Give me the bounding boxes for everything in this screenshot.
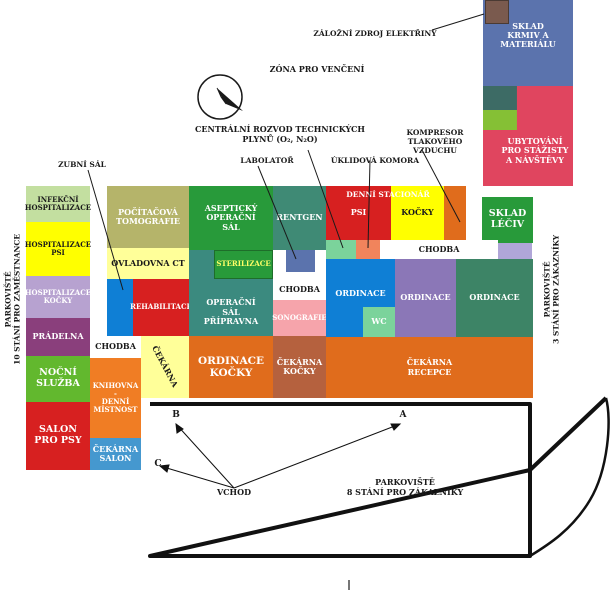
room-label: OVLADOVNA CT <box>111 257 185 268</box>
room-small-lilac <box>497 243 532 259</box>
label-entrance-a: A <box>399 410 407 420</box>
label-vchod: VCHOD <box>216 487 252 497</box>
leader-line-uklidova-komora <box>367 159 371 249</box>
room-uklidova-komora-mint <box>326 240 356 259</box>
room-zalozni-zdroj <box>485 0 509 24</box>
room-pradelna: PRÁDELNA <box>26 318 90 356</box>
room-chodba-right: CHODBA <box>380 240 498 259</box>
label-zalozni-zdroj: ZÁLOŽNÍ ZDROJ ELEKTŘINY <box>313 29 437 38</box>
leader-line-centralni-rozvod <box>307 149 344 249</box>
room-label: ORDINACE <box>469 292 520 303</box>
room-label: ČEKÁRNA RECEPCE <box>406 357 453 377</box>
room-uklidova-komora <box>356 240 380 259</box>
room-label: RENTGEN <box>276 212 323 223</box>
label-kompresor: KOMPRESOR TLAKOVÉHO VZDUCHU <box>406 128 464 155</box>
room-label: UBYTOVÁNÍ PRO STÁŽISTY A NÁVŠTĚVY <box>501 136 569 165</box>
entrance-arrows <box>158 422 402 489</box>
room-label: HOSPITALIZACE PSI <box>24 239 92 257</box>
room-nocni-sluzba: NOČNÍ SLUŽBA <box>26 356 90 402</box>
room-ovladovna-ct: OVLADOVNA CT <box>107 248 189 279</box>
room-sterilizace: STERILIZACE <box>214 250 273 279</box>
room-label: ORDINACE <box>400 292 451 303</box>
room-label: KNIHOVNA - DENNÍ MÍSTNOST <box>92 380 139 415</box>
room-label: SALON PRO PSY <box>34 424 82 446</box>
room-hospitalizace-psi: HOSPITALIZACE PSI <box>24 222 92 276</box>
room-label: SKLAD LÉČIV <box>488 208 527 230</box>
room-chodba-left: CHODBA <box>90 336 141 358</box>
label-entrance-b: B <box>172 410 180 420</box>
room-small-green <box>483 110 517 130</box>
room-chodba-mid: CHODBA <box>273 280 326 300</box>
room-label: ČEKÁRNA KOČKY <box>276 356 323 376</box>
room-zubni-sal <box>107 279 133 336</box>
room-label: ORDINACE <box>335 288 386 298</box>
room-label: REHABILITACE <box>130 302 192 312</box>
room-infekcni-hospitalizace: INFEKČNÍ HOSPITALIZACE <box>24 186 92 222</box>
room-sonografie: SONOGRAFIE <box>272 300 327 336</box>
room-label: SONOGRAFIE <box>272 312 327 322</box>
room-label: NOČNÍ SLUŽBA <box>36 367 80 389</box>
room-label: WC <box>371 316 387 327</box>
leader-line-kompresor <box>421 149 461 223</box>
room-label: HOSPITALIZACE KOČKY <box>24 287 92 305</box>
room-label: KOČKY <box>401 207 434 218</box>
leader-line-zubni-sal <box>87 169 124 291</box>
label-denni-stacionar: DENNÍ STACIONÁŘ <box>346 190 430 199</box>
room-label: CHODBA <box>418 243 460 254</box>
parking-outline <box>148 396 608 558</box>
room-label: ASEPTICKÝ OPERAČNÍ SÁL <box>204 203 258 232</box>
room-hospitalizace-kocky: HOSPITALIZACE KOČKY <box>24 276 92 318</box>
room-rehabilitace: REHABILITACE <box>130 279 192 336</box>
room-label: CHODBA <box>95 341 136 352</box>
label-zona-pro-venceni: ZÓNA PRO VENČENÍ <box>269 64 365 74</box>
label-parkoviste-right: PARKOVIŠTĚ 3 STÁNÍ PRO ZÁKAZNÍKY <box>542 234 561 344</box>
room-salon-pro-psy: SALON PRO PSY <box>26 402 90 470</box>
room-rentgen: RENTGEN <box>273 186 326 250</box>
room-denni-stacionar-kocky: KOČKY <box>391 186 444 240</box>
room-cekarna-salon: ČEKÁRNA SALON <box>90 438 141 470</box>
room-label: CHODBA <box>279 284 320 295</box>
room-label: POČÍTAČOVÁ TOMOGRAFIE <box>116 206 180 226</box>
room-label: PSI <box>350 207 367 218</box>
room-label: OPERAČNÍ SÁL PŘÍPRAVNA <box>203 297 259 326</box>
room-label: STERILIZACE <box>216 259 271 269</box>
label-laborator: LABOLATOŘ <box>240 156 294 165</box>
room-cekarna: ČEKÁRNA <box>141 336 189 398</box>
room-label: INFEKČNÍ HOSPITALIZACE <box>24 194 92 212</box>
room-wc: WC <box>363 307 395 337</box>
room-cekarna-recepce: ČEKÁRNA RECEPCE <box>326 337 533 398</box>
label-parkoviste-left: PARKOVIŠTĚ 10 STÁNÍ PRO ZAMĚSTNANCE <box>3 233 22 365</box>
room-label: ORDINACE KOČKY <box>198 354 264 379</box>
leader-line-zalozni-zdroj <box>431 13 485 31</box>
room-ordinace-3: ORDINACE <box>456 259 533 337</box>
room-label: PRÁDELNA <box>32 331 84 342</box>
leader-line-laborator <box>257 165 297 260</box>
room-label: SKLAD KRMIV A MATERIÁLU <box>500 21 556 50</box>
label-entrance-c: C <box>154 459 162 469</box>
room-label: ČEKÁRNA SALON <box>92 443 139 463</box>
room-ordinace-2: ORDINACE <box>395 259 456 337</box>
room-sklad-leciv: SKLAD LÉČIV <box>482 197 533 243</box>
room-small-teal <box>483 86 517 110</box>
room-laborator <box>286 250 315 272</box>
room-knihovna: KNIHOVNA - DENNÍ MÍSTNOST <box>90 358 141 438</box>
room-cekarna-kocky: ČEKÁRNA KOČKY <box>273 336 326 398</box>
label-uklidova-komora: ÚKLIDOVÁ KOMORA <box>330 156 420 165</box>
room-asepticky-operacni-sal: ASEPTICKÝ OPERAČNÍ SÁL <box>189 186 273 250</box>
label-centralni-rozvod: CENTRÁLNÍ ROZVOD TECHNICKÝCH PLYNŮ (O₂, … <box>195 124 365 144</box>
room-pocitacova-tomografie: POČÍTAČOVÁ TOMOGRAFIE <box>107 186 189 248</box>
compass-icon <box>197 74 243 120</box>
parking-road-curve <box>529 397 610 558</box>
room-ordinace-kocky: ORDINACE KOČKY <box>189 336 273 398</box>
label-zubni-sal: ZUBNÍ SÁL <box>58 160 106 169</box>
label-parkoviste-bottom: PARKOVIŠTĚ 8 STÁNÍ PRO ZÁKAZNÍKY <box>346 477 464 497</box>
